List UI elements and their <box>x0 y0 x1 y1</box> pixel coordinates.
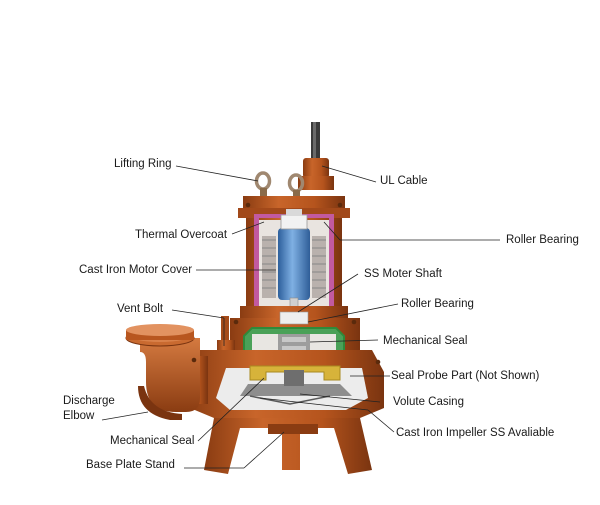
label-volute-casing: Volute Casing <box>393 396 464 408</box>
seal-probe-housing <box>249 365 341 381</box>
label-lifting-ring: Lifting Ring <box>114 158 172 170</box>
label-roller-bearing-lower: Roller Bearing <box>401 298 474 310</box>
label-roller-bearing-top: Roller Bearing <box>506 234 579 246</box>
label-vent-bolt: Vent Bolt <box>117 303 164 315</box>
label-mechanical-seal-upper: Mechanical Seal <box>383 335 468 347</box>
label-mechanical-seal-lower: Mechanical Seal <box>110 435 195 447</box>
label-ss-moter-shaft: SS Moter Shaft <box>364 268 442 280</box>
label-ul-cable: UL Cable <box>380 175 428 187</box>
ul-cable <box>311 122 320 162</box>
impeller <box>240 370 352 405</box>
base-plate-stand <box>204 418 372 474</box>
label-thermal-overcoat: Thermal Overcoat <box>135 229 228 241</box>
label-cast-iron-motor-cover: Cast Iron Motor Cover <box>79 264 193 276</box>
discharge-elbow <box>125 324 208 420</box>
label-seal-probe-part: Seal Probe Part (Not Shown) <box>391 370 540 382</box>
lifting-ring <box>254 171 305 198</box>
label-discharge-elbow-line2: Elbow <box>63 410 95 422</box>
cable-gland <box>298 158 334 190</box>
label-cast-iron-impeller: Cast Iron Impeller SS Avaliable <box>396 427 555 439</box>
flange-bolts <box>191 202 381 365</box>
label-discharge-elbow-line1: Discharge <box>63 395 115 407</box>
motor-rotor <box>278 209 310 300</box>
stator <box>262 236 326 298</box>
leader-lines <box>101 165 500 469</box>
label-base-plate-stand: Base Plate Stand <box>86 459 175 471</box>
